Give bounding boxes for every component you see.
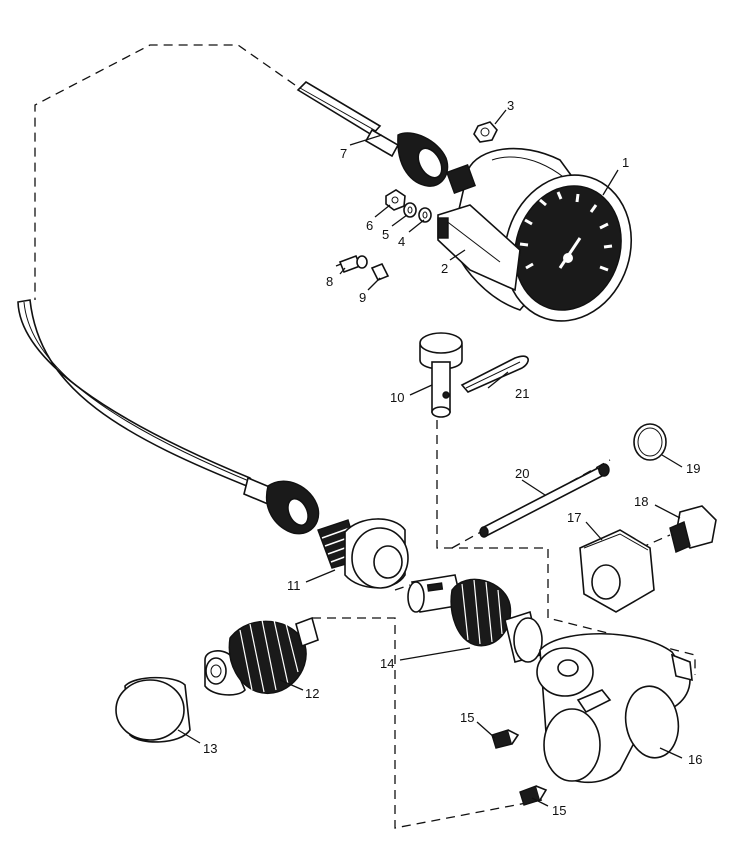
callout-17: 17: [567, 510, 581, 525]
callout-18: 18: [634, 494, 648, 509]
callout-16: 16: [688, 752, 702, 767]
callout-1: 1: [622, 155, 629, 170]
nut-part-6: [385, 189, 406, 211]
callout-15-upper: 15: [460, 710, 474, 725]
callout-6: 6: [366, 218, 373, 233]
drive-gear-shaft-part-14: [407, 574, 543, 663]
callout-12: 12: [305, 686, 319, 701]
callout-8: 8: [326, 274, 333, 289]
end-cap-part-13: [115, 676, 191, 743]
callout-20: 20: [515, 466, 529, 481]
callout-10: 10: [390, 390, 404, 405]
callout-5: 5: [382, 227, 389, 242]
speedometer-head: [446, 147, 633, 322]
washer-part-5: [403, 202, 417, 218]
callout-3: 3: [507, 98, 514, 113]
callout-7: 7: [340, 146, 347, 161]
callout-9: 9: [359, 290, 366, 305]
large-nut-part-17: [579, 529, 655, 613]
lamp-holder-part-9: [370, 262, 390, 282]
rod-part-20: [479, 463, 610, 538]
callout-13: 13: [203, 741, 217, 756]
callout-leader-lines: [177, 109, 683, 807]
callout-14: 14: [380, 656, 394, 671]
lamp-bulb-part-8: [335, 254, 368, 274]
set-screw-part-15-upper: [491, 729, 520, 749]
cotter-pin-part-21: [460, 355, 529, 393]
set-screw-part-15-lower: [519, 785, 548, 806]
washer-part-4: [418, 207, 432, 223]
gearbox-housing-part-16: [536, 632, 693, 784]
plug-part-18: [669, 505, 717, 553]
callout-2: 2: [441, 261, 448, 276]
callout-4: 4: [398, 234, 405, 249]
o-ring-part-19: [633, 423, 667, 461]
drive-adapter-part-11: [317, 518, 409, 589]
callout-11: 11: [287, 578, 301, 593]
mounting-bracket: [437, 204, 521, 292]
speedometer-cable-lower: [17, 299, 320, 535]
callout-21: 21: [515, 386, 529, 401]
driven-gear-part-12: [204, 616, 319, 696]
callout-19: 19: [686, 461, 700, 476]
nut-part-3: [473, 121, 498, 143]
speedometer-cable-upper: [296, 80, 449, 187]
callout-15-lower: 15: [552, 803, 566, 818]
callout-numbers: 1 2 3 4 5 6 7 8 9 10 11 12 13 14 15 15 1…: [203, 98, 702, 818]
clevis-pin-part-10: [419, 332, 463, 418]
